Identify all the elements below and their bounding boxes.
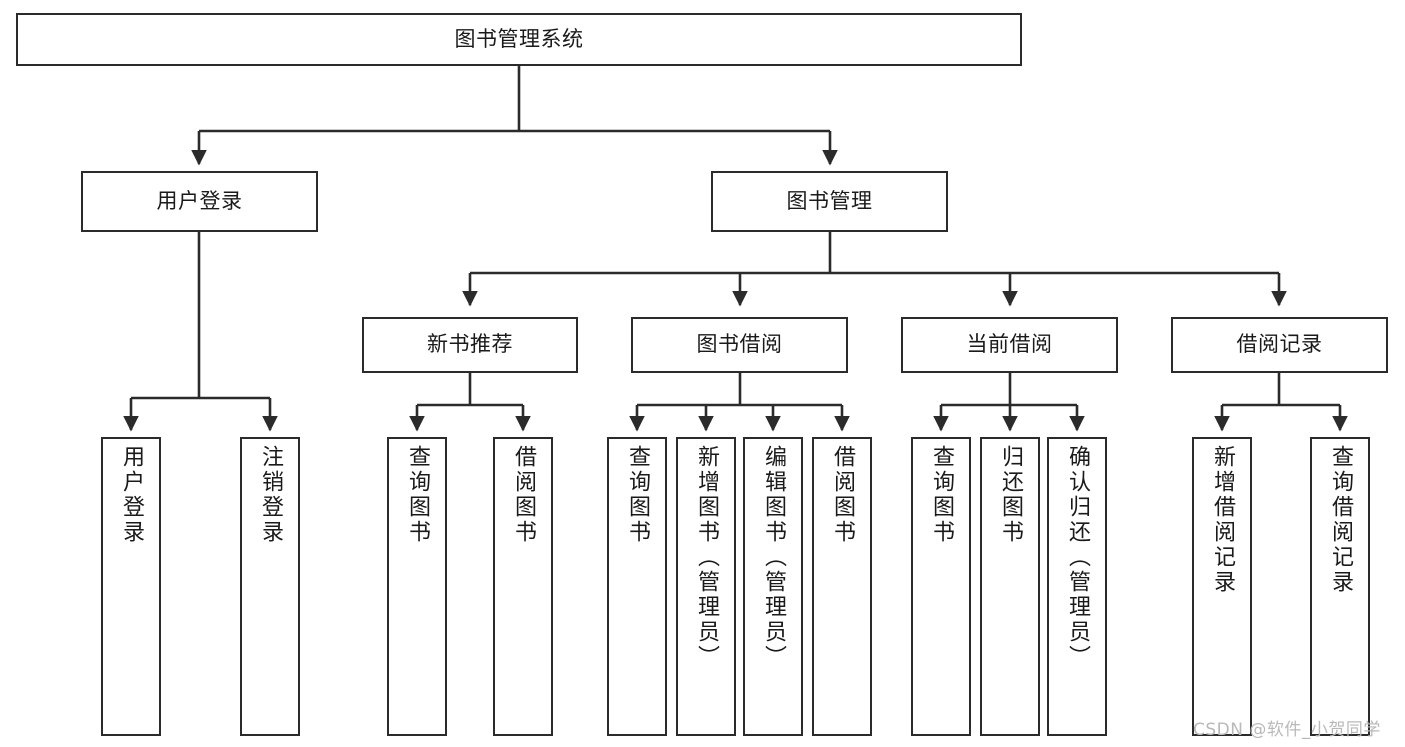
leaf-borrow-add-book-admin[interactable]: 新增图书（管理员） (676, 437, 736, 736)
node-label: 当前借阅 (966, 332, 1053, 357)
node-label: 借阅图书 (830, 445, 855, 545)
node-label: 新书推荐 (427, 332, 513, 357)
leaf-current-confirm-return-admin[interactable]: 确认归还（管理员） (1047, 437, 1107, 736)
node-label: 新增借阅记录 (1210, 445, 1235, 595)
node-label: 查询图书 (625, 445, 650, 545)
node-label: 归还图书 (998, 445, 1023, 545)
node-label: 借阅记录 (1236, 332, 1323, 357)
node-label: 图书管理系统 (454, 26, 584, 51)
node-current-borrowing[interactable]: 当前借阅 (901, 317, 1118, 373)
node-user-login[interactable]: 用户登录 (81, 171, 318, 232)
leaf-borrow-borrow-book[interactable]: 借阅图书 (812, 437, 872, 736)
leaf-recommend-query-book[interactable]: 查询图书 (387, 437, 447, 736)
node-label: 编辑图书（管理员） (761, 445, 786, 670)
node-new-book-recommendation[interactable]: 新书推荐 (362, 317, 578, 373)
leaf-record-add-borrow-record[interactable]: 新增借阅记录 (1192, 437, 1252, 736)
node-label: 借阅图书 (511, 445, 536, 545)
node-book-management[interactable]: 图书管理 (711, 171, 948, 232)
node-label: 查询借阅记录 (1328, 445, 1353, 595)
node-label: 图书借阅 (696, 332, 783, 357)
leaf-current-query-book[interactable]: 查询图书 (911, 437, 971, 736)
node-label: 新增图书（管理员） (694, 445, 719, 670)
node-borrowing-records[interactable]: 借阅记录 (1171, 317, 1388, 373)
node-label: 用户登录 (119, 445, 144, 545)
leaf-recommend-borrow-book[interactable]: 借阅图书 (493, 437, 553, 736)
node-label: 确认归还（管理员） (1065, 445, 1090, 670)
node-root-library-management-system[interactable]: 图书管理系统 (16, 13, 1022, 66)
leaf-record-query-borrow-record[interactable]: 查询借阅记录 (1310, 437, 1370, 736)
node-label: 图书管理 (786, 188, 873, 213)
leaf-current-return-book[interactable]: 归还图书 (980, 437, 1040, 736)
node-label: 查询图书 (405, 445, 430, 545)
leaf-borrow-query-book[interactable]: 查询图书 (607, 437, 667, 736)
node-label: 查询图书 (929, 445, 954, 545)
leaf-borrow-edit-book-admin[interactable]: 编辑图书（管理员） (743, 437, 803, 736)
node-label: 用户登录 (156, 188, 243, 213)
node-book-borrowing[interactable]: 图书借阅 (631, 317, 848, 373)
node-label: 注销登录 (258, 445, 283, 545)
leaf-user-login-signin[interactable]: 用户登录 (101, 437, 161, 736)
leaf-user-login-signout[interactable]: 注销登录 (240, 437, 300, 736)
